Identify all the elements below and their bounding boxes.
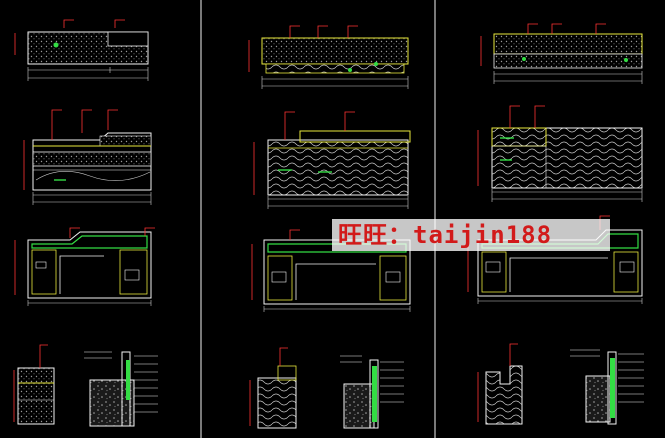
watermark-text: 旺旺：taijin188 <box>338 221 553 249</box>
front-elevation-1 <box>14 19 149 81</box>
plan-view-1 <box>14 227 155 306</box>
rear-elevation-3 <box>477 105 643 202</box>
column-2 <box>248 25 411 429</box>
section-details-1 <box>13 344 158 427</box>
column-1 <box>13 19 158 427</box>
rear-elevation-1 <box>23 109 152 205</box>
section-details-2 <box>249 347 404 429</box>
rear-elevation-2 <box>253 111 411 209</box>
section-details-3 <box>477 343 644 425</box>
front-elevation-2 <box>248 25 409 89</box>
watermark-banner <box>332 219 610 251</box>
front-elevation-3 <box>480 23 643 84</box>
column-3 <box>467 23 644 425</box>
